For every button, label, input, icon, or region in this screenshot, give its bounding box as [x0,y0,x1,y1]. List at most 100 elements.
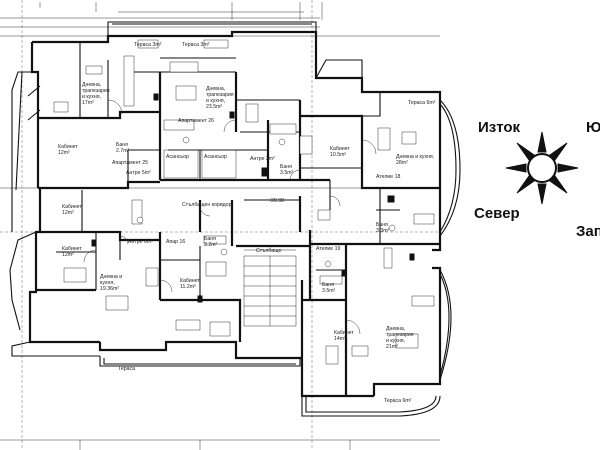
room-label-line: 10.5m² [330,152,346,158]
room-label-line: Баня [322,282,334,288]
room-label-line: 23.5m² [206,104,222,110]
room-label-line: 12m² [62,252,74,258]
room-label-line: и кухня, [386,338,405,344]
room-label-line: Кабинет [180,278,200,284]
room-label-apartment-16: Апар 16 [166,239,185,245]
room-label-terrace-top-2: Тераса 3m² [182,42,210,48]
room-label-line: Кабинет [62,246,82,252]
room-label-line: Антре 3m² [250,156,275,162]
compass-label-east: Изток [478,119,521,136]
room-label-terrace-bottom-right: Тераса 6m² [384,398,412,404]
furniture [53,39,435,365]
compass-arrow-east-icon [557,163,579,173]
room-label-line: +20.98 [268,198,284,204]
room-label-line: 14m² [334,336,346,342]
room-label-line: Кабинет [330,146,350,152]
room-label-line: Апартамент 25 [112,160,148,166]
room-label-line: Антре 5m² [126,170,151,176]
compass-label-north: Север [474,205,520,222]
room-label-line: кухня, [100,280,115,286]
room-label-elevator-1: Асансьор [166,154,189,160]
room-label-terrace-6-right: Тераса 6m² [408,100,436,106]
room-label-line: и кухня, [82,94,101,100]
room-label-line: Тераса 6m² [384,398,412,404]
room-label-stairs: Стълбище [256,248,281,254]
room-label-antre-3: Антре 3m² [250,156,275,162]
room-label-line: Стълбище [256,248,281,254]
room-label-line: Тераса [118,366,135,372]
room-label-line: Тераса 3m² [134,42,162,48]
room-label-line: Стълбищен коридор [182,202,232,208]
room-label-line: 12m² [62,210,74,216]
room-label-line: 3.5m² [280,170,294,176]
room-label-line: Ателие 19 [316,246,341,252]
compass-label-south: Ю [586,119,600,136]
room-label-line: Асансьор [166,154,189,160]
room-label-line: Апартамент 26 [178,118,214,124]
room-label-line: Тераса 6m² [408,100,436,106]
room-label-line: Кабинет [62,204,82,210]
room-label-elevator-2: Асансьор [204,154,227,160]
room-label-line: 17m² [82,100,94,106]
outer-walls [28,30,442,398]
elevators [163,149,237,179]
room-label-line: 3.5m² [322,288,336,294]
room-label-line: 2.7m² [116,148,130,154]
room-label-antre-5: Антре 5m² [126,170,151,176]
reference-grid [0,0,440,450]
room-label-line: 12m² [58,150,70,156]
room-label-line: Баня [116,142,128,148]
room-label-line: и кухня, [206,98,225,104]
compass-arrow-south-icon [537,183,547,205]
room-label-line: трапезария [206,92,234,98]
room-label-line: 21m² [386,344,398,350]
room-label-line: Баня [280,164,292,170]
room-label-line: Дневна, [386,326,405,332]
compass: Изток Ю Север Зап [474,119,600,240]
room-label-line: трапезария [82,88,110,94]
room-label-line: Кабинет [58,144,78,150]
room-label-terrace-bottom-left: Тераса [118,366,135,372]
room-label-line: 3.3m² [376,228,390,234]
room-label-line: 19.36m² [100,286,119,292]
room-label-line: Ателие 18 [376,174,401,180]
room-label-atelier-19: Ателие 19 [316,246,341,252]
room-label-line: Дневна и кухня, [396,154,434,160]
room-label-line: Антре 6m² [128,239,153,245]
room-label-antre-6: Антре 6m² [128,239,153,245]
room-label-corridor: Стълбищен коридор [182,202,232,208]
room-label-apartment-26: Апартамент 26 [178,118,214,124]
room-label-line: Дневна, [206,86,225,92]
room-label-line: 28m² [396,160,408,166]
compass-arrow-north-icon [537,131,547,153]
room-label-line: Кабинет [334,330,354,336]
terraces [9,21,461,417]
room-label-line: Дневна и [100,274,122,280]
room-label-line: Баня [376,222,388,228]
stair [243,249,297,327]
room-label-line: трапезария [386,332,414,338]
compass-arrow-west-icon [505,163,527,173]
compass-label-west: Зап [576,223,600,240]
room-label-apartment-25: Апартамент 25 [112,160,148,166]
room-label-line: 11.2m² [180,284,196,290]
room-label-line: Асансьор [204,154,227,160]
room-label-line: Дневна, [82,82,101,88]
room-label-line: Баня [204,236,216,242]
